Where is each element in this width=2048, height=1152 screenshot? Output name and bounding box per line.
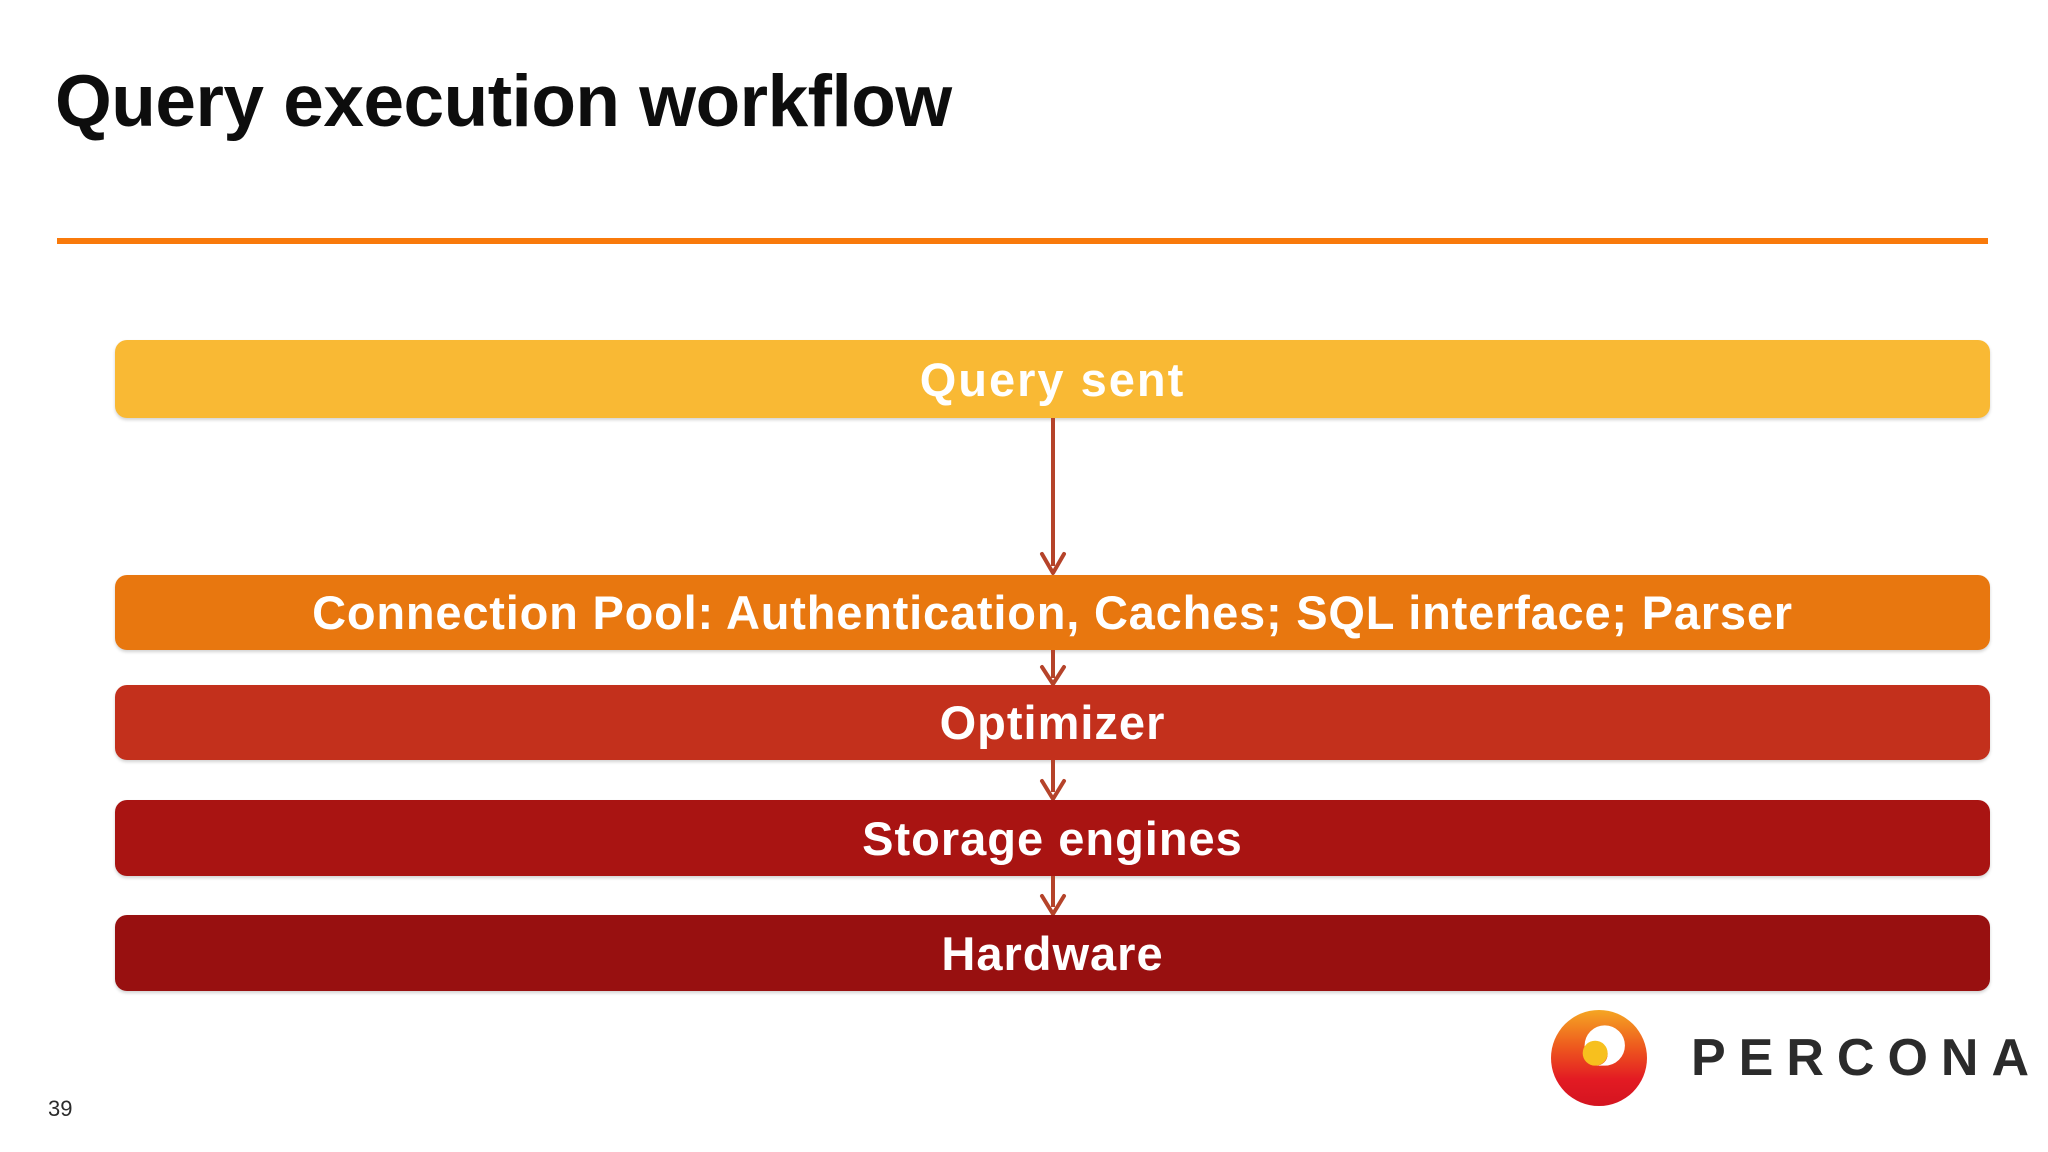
flow-step-connection-pool: Connection Pool: Authentication, Caches;… [115, 575, 1990, 650]
flow-step-query-sent: Query sent [115, 340, 1990, 418]
flow-step-optimizer: Optimizer [115, 685, 1990, 760]
flow-connector-arrow-2 [1037, 650, 1069, 686]
flow-step-hardware: Hardware [115, 915, 1990, 991]
page-number: 39 [48, 1096, 73, 1121]
title-divider [57, 238, 1988, 244]
flow-step-label: Query sent [919, 352, 1186, 406]
flow-step-label: Optimizer [939, 696, 1166, 749]
flow-connector-arrow-3 [1037, 760, 1069, 801]
flow-connector-arrow-4 [1037, 876, 1069, 916]
flow-connector-arrow-1 [1037, 418, 1069, 576]
percona-wordmark: PERCONA [1691, 1029, 2043, 1087]
flow-step-label: Connection Pool: Authentication, Caches;… [312, 586, 1793, 639]
flow-step-label: Storage engines [862, 811, 1243, 865]
page-title: Query execution workflow [55, 61, 952, 142]
percona-logo-icon [1551, 1010, 1647, 1106]
percona-logo: PERCONA [1551, 1010, 2029, 1106]
flow-step-storage-engines: Storage engines [115, 800, 1990, 876]
flow-step-label: Hardware [941, 926, 1164, 980]
